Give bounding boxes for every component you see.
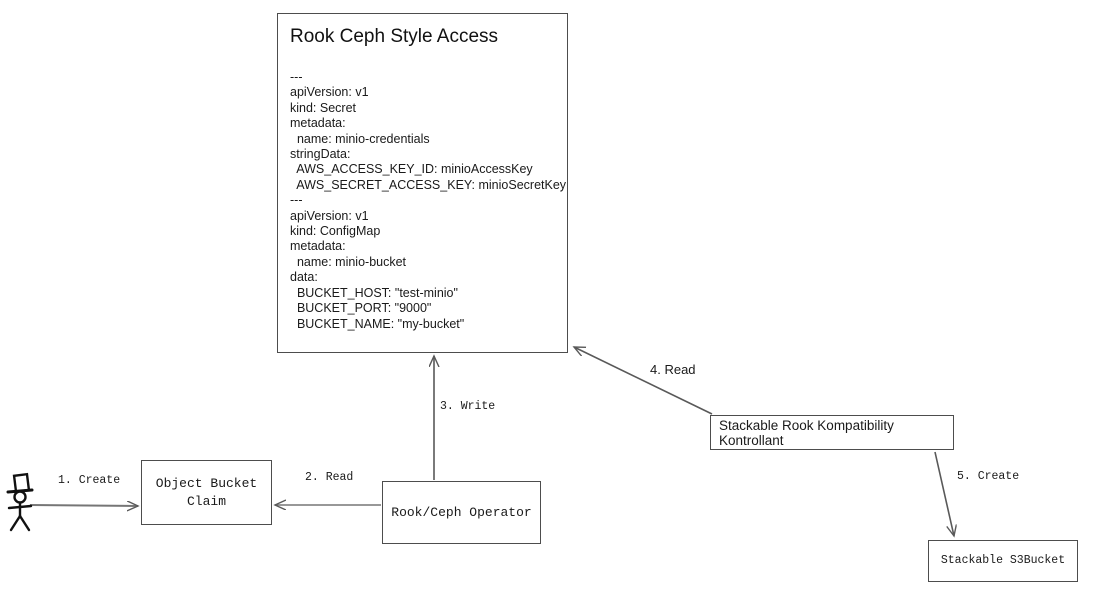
node-rook-ceph-operator[interactable]: Rook/Ceph Operator — [382, 481, 541, 544]
node-object-bucket-claim[interactable]: Object Bucket Claim — [141, 460, 272, 525]
edge-label-5-create: 5. Create — [957, 470, 1020, 483]
edge-label-2-read: 2. Read — [305, 471, 354, 484]
node-stackable-s3bucket[interactable]: Stackable S3Bucket — [928, 540, 1078, 582]
edge-label-4-read: 4. Read — [650, 362, 696, 377]
yaml-card-body: --- apiVersion: v1 kind: Secret metadata… — [290, 70, 567, 331]
node-stackable-rook-kompatibility-kontrollant[interactable]: Stackable Rook Kompatibility Kontrollant — [710, 415, 954, 450]
yaml-card-node[interactable]: Rook Ceph Style Access --- apiVersion: v… — [277, 13, 568, 353]
edge-label-1-create: 1. Create — [58, 474, 121, 487]
edge-4-read-line — [574, 347, 713, 415]
yaml-card-title: Rook Ceph Style Access — [290, 26, 499, 47]
edge-5-create-line — [934, 451, 954, 536]
edge-1-create-line — [29, 505, 138, 506]
actor-stick-figure-icon — [6, 472, 34, 532]
edge-label-3-write: 3. Write — [440, 400, 496, 413]
